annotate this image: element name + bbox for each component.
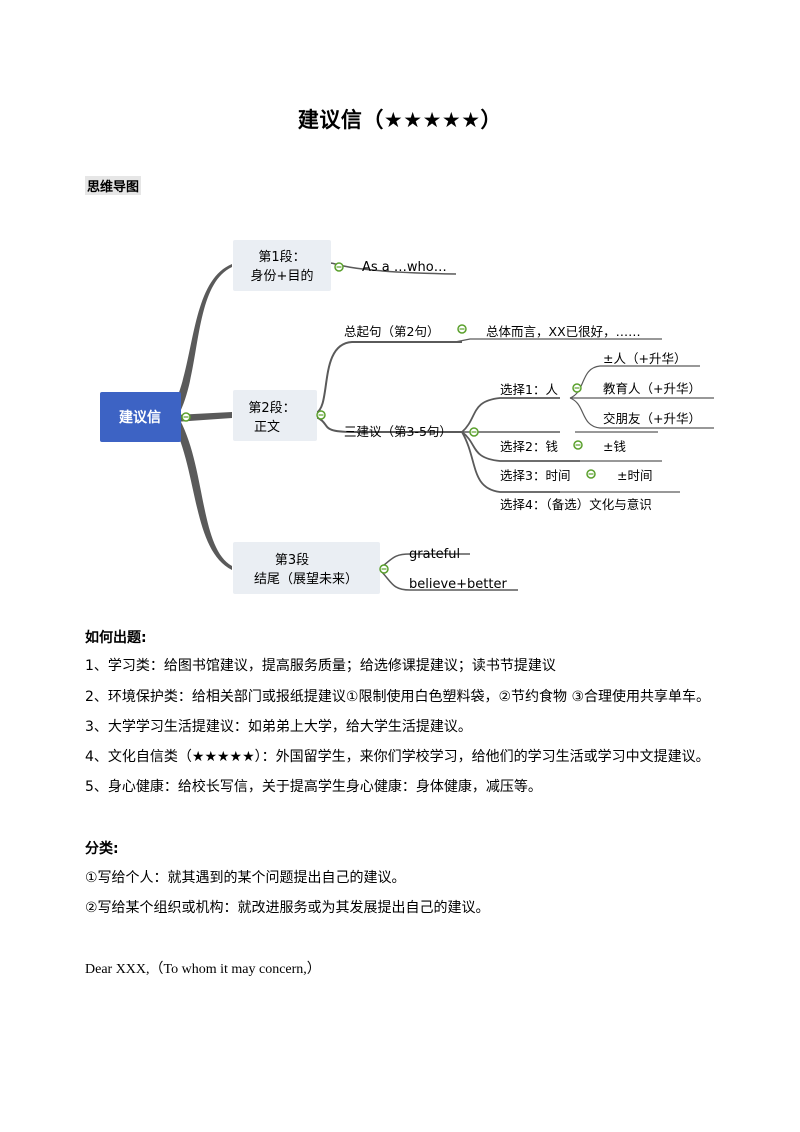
types-item-2: ②写给某个组织或机构：就改进服务或为其发展提出自己的建议。 bbox=[85, 900, 490, 916]
p1-subtitle: 身份+目的 bbox=[251, 268, 314, 284]
p3-node bbox=[233, 542, 380, 594]
types-item-1: ①写给个人：就其遇到的某个问题提出自己的建议。 bbox=[85, 870, 406, 886]
collapse-icon[interactable] bbox=[572, 383, 582, 393]
how-item-4: 4、文化自信类（★★★★★）：外国留学生，来你们学校学习，给他们的学习生活或学习… bbox=[85, 749, 710, 765]
mind-map: 建议信 第1段： 身份+目的 As a …who… 第2段： 正文 总起句（第2… bbox=[100, 240, 714, 594]
collapse-icon[interactable] bbox=[379, 564, 389, 574]
how-heading: 如何出题: bbox=[85, 630, 147, 646]
how-item-2: 2、环境保护类：给相关部门或报纸提建议①限制使用白色塑料袋，②节约食物 ③合理使… bbox=[85, 689, 711, 705]
p3-title: 第3段 bbox=[275, 553, 309, 568]
types-heading: 分类: bbox=[85, 841, 119, 857]
choice-2-a: ±钱 bbox=[603, 439, 626, 454]
p3-child-a: grateful bbox=[409, 547, 460, 562]
collapse-icon[interactable] bbox=[586, 469, 596, 479]
choice-2: 选择2：钱 bbox=[500, 439, 558, 454]
document-title: 建议信（★★★★★） bbox=[297, 108, 503, 132]
p2-node bbox=[233, 390, 317, 441]
collapse-icon[interactable] bbox=[457, 324, 467, 334]
collapse-icon[interactable] bbox=[316, 410, 326, 420]
root-node bbox=[100, 392, 181, 442]
p2-subtitle: 正文 bbox=[254, 420, 280, 435]
how-item-3: 3、大学学习生活提建议：如弟弟上大学，给大学生活提建议。 bbox=[85, 719, 472, 735]
choice-1-a: ±人（+升华） bbox=[603, 351, 686, 366]
p3-subtitle: 结尾（展望未来） bbox=[254, 571, 358, 587]
p1-child: As a …who… bbox=[362, 260, 447, 275]
choice-1-b: 教育人（+升华） bbox=[603, 381, 701, 396]
how-item-1: 1、学习类：给图书馆建议，提高服务质量；给选修课提建议；读书节提建议 bbox=[85, 658, 556, 674]
p2-title: 第2段： bbox=[248, 401, 295, 416]
p1-node bbox=[233, 240, 331, 291]
collapse-toggle-icons[interactable] bbox=[181, 262, 596, 574]
choice-1: 选择1：人 bbox=[500, 382, 558, 397]
three-suggestions: 三建议（第3-5句） bbox=[344, 424, 452, 439]
mindmap-heading: 思维导图 bbox=[85, 176, 142, 195]
collapse-icon[interactable] bbox=[469, 427, 479, 437]
choice-3: 选择3：时间 bbox=[500, 468, 570, 483]
p1-title: 第1段： bbox=[258, 250, 305, 265]
collapse-icon[interactable] bbox=[573, 440, 583, 450]
how-item-5: 5、身心健康：给校长写信，关于提高学生身心健康：身体健康，减压等。 bbox=[85, 779, 542, 795]
topic-child: 总体而言，XX已很好，…… bbox=[486, 324, 641, 339]
choice-3-a: ±时间 bbox=[617, 468, 652, 483]
collapse-icon[interactable] bbox=[334, 262, 344, 272]
p3-child-b: believe+better bbox=[409, 577, 507, 592]
root-label: 建议信 bbox=[119, 409, 161, 426]
topic-sentence: 总起句（第2句） bbox=[344, 324, 439, 339]
choice-4: 选择4：（备选）文化与意识 bbox=[500, 497, 652, 512]
collapse-icon[interactable] bbox=[181, 412, 191, 422]
choice-1-c: 交朋友（+升华） bbox=[603, 411, 701, 426]
sub-branches bbox=[315, 262, 714, 591]
salutation: Dear XXX,（To whom it may concern,） bbox=[85, 962, 321, 977]
